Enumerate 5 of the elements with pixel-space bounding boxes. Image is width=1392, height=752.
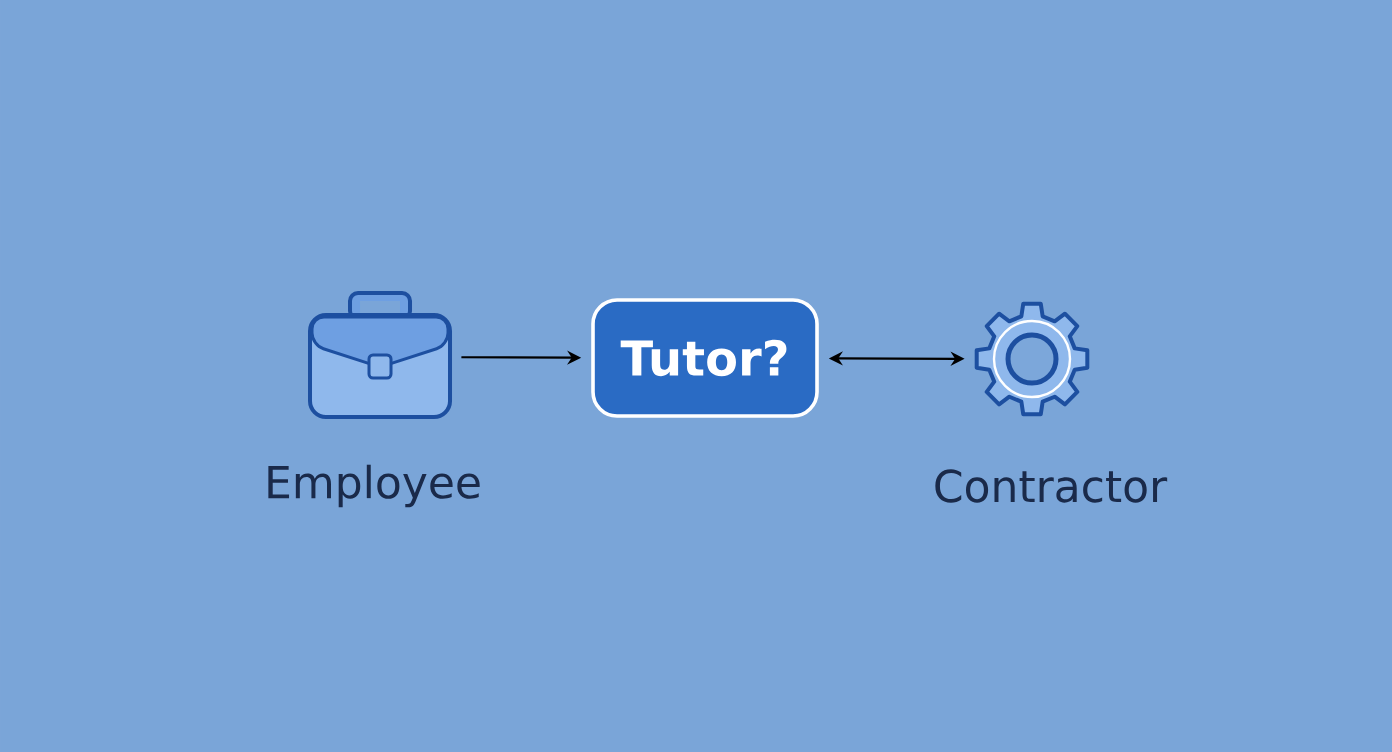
node-caption: Contractor: [935, 469, 1168, 503]
process-box: Tutor?: [591, 298, 819, 418]
node-caption: Employee: [268, 464, 480, 508]
gear-drawing: [974, 301, 1090, 417]
briefcase-drawing: [308, 291, 452, 419]
